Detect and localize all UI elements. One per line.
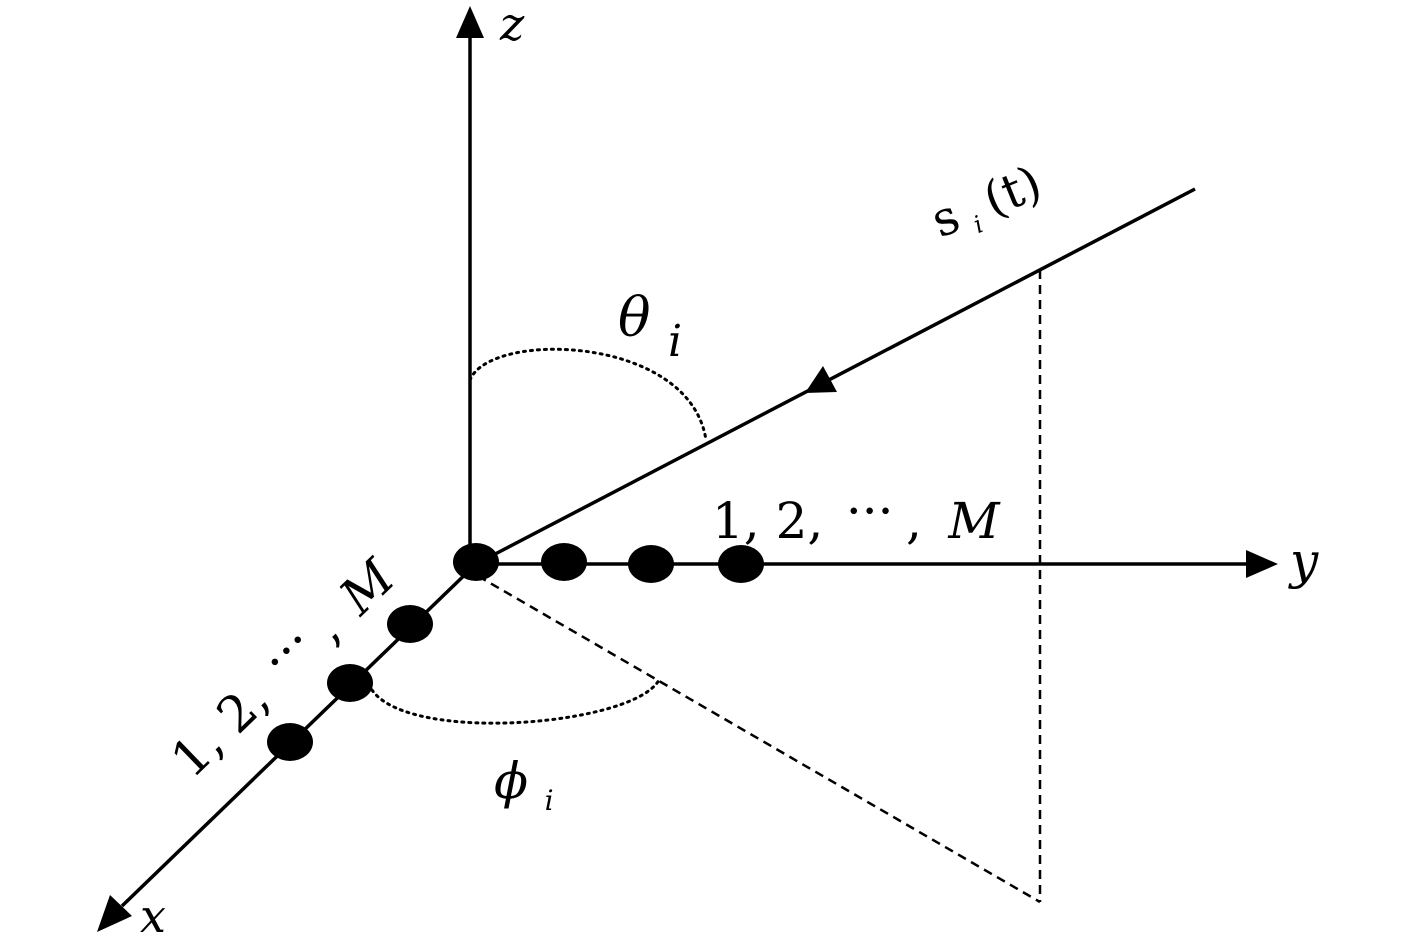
theta-symbol: θ — [618, 286, 651, 349]
signal-direction-arrowhead — [805, 366, 837, 393]
y-array-label-sep: , — [906, 492, 922, 550]
phi-symbol: ϕ — [494, 752, 528, 810]
sensor-x-2 — [327, 664, 373, 702]
theta-angle-arc — [468, 347, 708, 442]
sensor-x-1 — [387, 605, 433, 643]
sensor-origin — [453, 543, 499, 581]
theta-subscript: i — [668, 316, 682, 367]
y-array-label: 1, 2, ··· , M — [712, 482, 1001, 550]
signal-ray — [475, 187, 1196, 566]
y-array-label-last: M — [947, 492, 1001, 550]
phi-label: ϕ i — [494, 752, 554, 817]
signal-label-arg: (t) — [976, 155, 1050, 228]
phi-subscript: i — [545, 784, 554, 817]
x-axis-arrowhead — [97, 895, 132, 932]
sensor-x-3 — [267, 723, 313, 761]
y-array-label-prefix: 1, 2, — [712, 492, 823, 550]
z-axis-label: z — [499, 0, 525, 51]
phi-angle-arc — [370, 676, 662, 725]
sensor-y-1 — [541, 543, 587, 581]
theta-label: θ i — [618, 286, 682, 367]
z-axis-arrowhead — [456, 6, 484, 38]
sensor-y-3 — [718, 545, 764, 583]
y-axis-label: y — [1288, 532, 1319, 590]
signal-label: s i (t) — [924, 155, 1053, 258]
signal-label-main: s — [924, 188, 968, 249]
ground-projection-line — [477, 574, 1041, 904]
sensor-y-2 — [628, 545, 674, 583]
y-axis-arrowhead — [1246, 550, 1278, 578]
x-axis-label: x — [140, 889, 166, 940]
y-array-label-dots: ··· — [846, 482, 894, 540]
signal-label-sub: i — [969, 210, 987, 239]
